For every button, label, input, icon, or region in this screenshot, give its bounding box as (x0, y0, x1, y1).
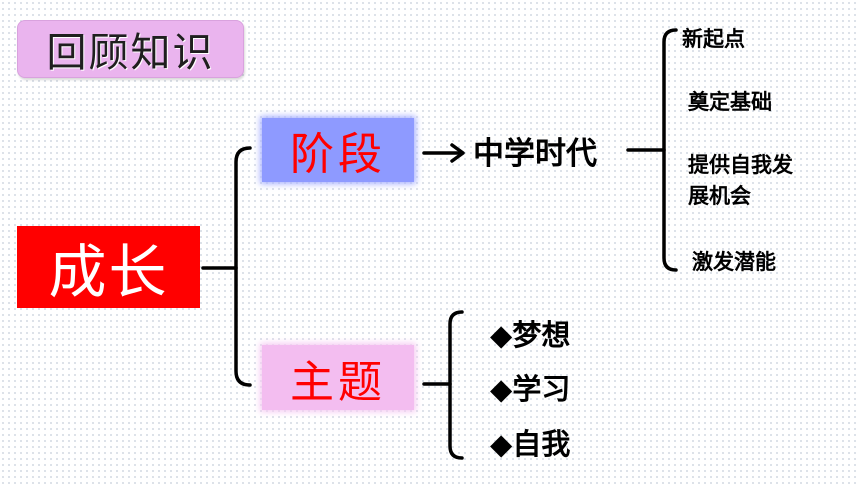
stage-item: 提供自我发 (688, 153, 793, 177)
theme-node: 主题 (262, 345, 414, 410)
diamond-bullet-icon: ◆ (490, 318, 513, 352)
stage-target: 中学时代 (473, 136, 597, 172)
page-title: 回顾知识 (17, 20, 244, 78)
stage-arrow-head (450, 143, 465, 163)
stage-item: 新起点 (682, 27, 745, 51)
root-node: 成长 (17, 226, 200, 308)
theme-item: ◆梦想 (490, 318, 571, 352)
diamond-bullet-icon: ◆ (490, 372, 513, 406)
stage-item: 奠定基础 (688, 90, 772, 114)
theme-bracket (448, 310, 464, 460)
main-bracket (234, 146, 252, 387)
theme-item: ◆自我 (490, 427, 571, 461)
stage-item: 展机会 (688, 184, 751, 208)
stage-bracket (662, 28, 678, 272)
stage-item: 激发潜能 (692, 250, 776, 274)
stage-node: 阶段 (262, 118, 414, 182)
diamond-bullet-icon: ◆ (490, 427, 513, 461)
theme-item: ◆学习 (490, 372, 571, 406)
